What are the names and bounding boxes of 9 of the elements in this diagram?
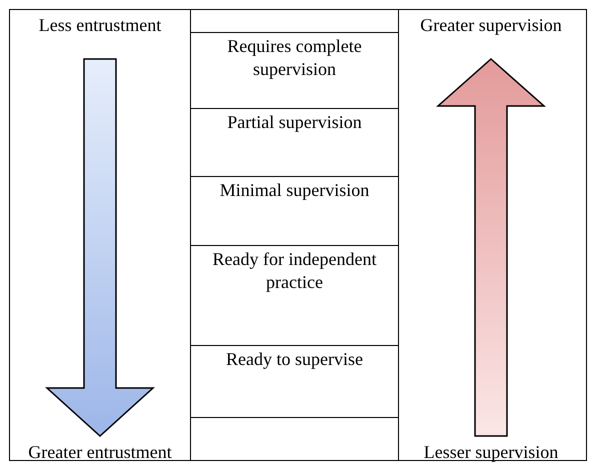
level-label: Ready to supervise: [225, 348, 364, 371]
scale-label: Less entrustment: [38, 14, 162, 37]
level-label: Ready for independent practice: [212, 248, 378, 294]
level-label: Minimal supervision: [218, 179, 370, 202]
level-label: Partial supervision: [226, 110, 363, 134]
scale-label: Greater entrustment: [27, 441, 173, 464]
scale-label: Lesser supervision: [422, 441, 560, 464]
scale-label: Greater supervision: [419, 14, 563, 37]
level-label: Requires complete supervision: [226, 35, 363, 81]
